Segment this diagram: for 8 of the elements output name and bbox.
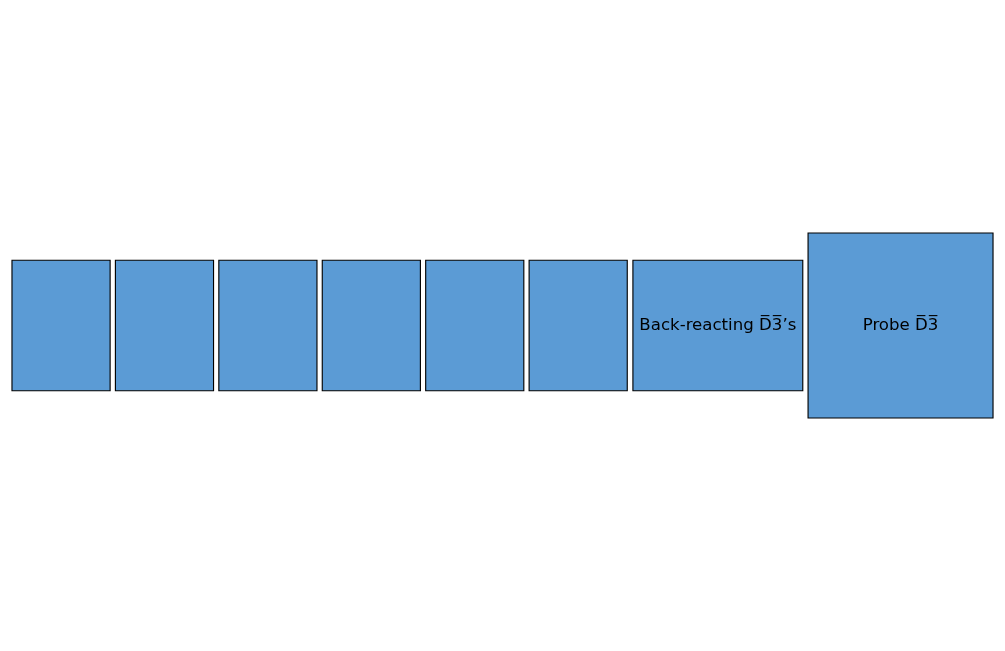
node-box: [321, 259, 421, 392]
node-box: Probe D̅3̅: [807, 232, 994, 419]
node-box: [114, 259, 215, 392]
node-box: [218, 259, 318, 392]
node-box: Back-reacting D̅3̅’s: [632, 259, 804, 392]
node-box: [11, 259, 111, 392]
node-box: [425, 259, 525, 392]
node-box: [528, 259, 628, 392]
